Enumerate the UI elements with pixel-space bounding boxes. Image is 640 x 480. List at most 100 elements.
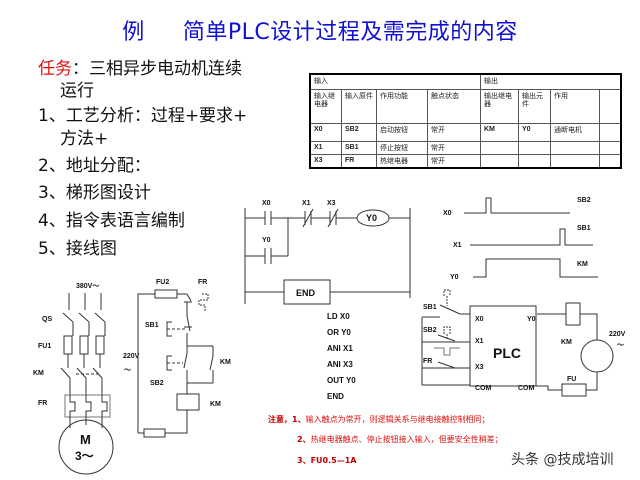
fuse-bottom (143, 428, 166, 438)
task-label: 任务 (38, 59, 72, 79)
task-line-2: 运行 (60, 81, 94, 101)
instruction-6: END (327, 392, 344, 401)
ladder-end-label: END (296, 288, 316, 298)
instruction-5: OUT Y0 (327, 376, 356, 385)
timing-diagram (464, 197, 598, 278)
task-line: 任务：三相异步电动机连续 (38, 58, 242, 81)
step-4: 4、指令表语言编制 (38, 211, 185, 231)
title-prefix: 例 (122, 20, 145, 45)
table-row: X1 SB1 停止按钮 常开 (309, 141, 622, 155)
plc-block (469, 305, 537, 387)
plc-input-x0: X0 (475, 316, 484, 323)
table-row: X0 SB2 启动按钮 常开 KM Y0 通断电机 (309, 123, 622, 142)
timing-label-y0: Y0 (450, 274, 459, 281)
table-cell: X3 (309, 154, 342, 169)
instruction-3: ANI X1 (327, 344, 353, 353)
supply-220v-label: 220V (123, 353, 140, 360)
plc-sb2-label: SB2 (423, 327, 437, 334)
ladder-label-x0: X0 (262, 200, 271, 207)
note-3: 3、FU0.5—1A (297, 455, 356, 466)
instruction-4: ANI X3 (327, 360, 353, 369)
step-1: 1、工艺分析：过程+要求+ (38, 106, 248, 126)
qs-label: QS (42, 316, 52, 323)
task-text: ：三相异步电动机连续 (72, 59, 242, 79)
ladder-label-x3: X3 (327, 200, 336, 207)
km-hold-label: KM (220, 359, 231, 366)
motor-phase-label: 3～ (75, 449, 94, 463)
ladder-diagram (244, 208, 411, 305)
timing-device-km: KM (577, 261, 588, 268)
column-header: 作用 (550, 89, 600, 124)
ladder-label-y0: Y0 (262, 237, 271, 244)
plc-220v-label: 220V (609, 331, 626, 338)
motor-label: M (80, 432, 91, 447)
plc-input-x3: X3 (475, 364, 484, 371)
column-header: 触点状态 (427, 89, 481, 124)
sb2-wiring-switch (437, 334, 456, 342)
km-main-contacts (60, 367, 71, 379)
km-main-label: KM (33, 370, 44, 377)
plc-tilde: ～ (617, 342, 624, 349)
note-3-text: FU0.5—1A (310, 456, 357, 465)
control-tilde: ～ (124, 367, 131, 374)
fuse-fu2 (154, 289, 178, 299)
motor (58, 419, 114, 475)
km-coil-label: KM (210, 401, 221, 408)
plc-sb1-label: SB1 (423, 304, 437, 311)
timing-device-sb1: SB1 (577, 225, 591, 232)
qs-switch (62, 312, 74, 323)
instruction-2: OR Y0 (327, 328, 351, 337)
plc-km-label: KM (561, 339, 572, 346)
watermark: 头条 @技成培训 (511, 452, 614, 468)
step-2: 2、地址分配： (38, 156, 151, 176)
note-3-num: 3、 (297, 456, 311, 465)
plc-wiring-diagram (421, 289, 614, 397)
sb1-stop-button (186, 315, 191, 332)
sb2-control-label: SB2 (150, 380, 164, 387)
note-1-text: 输入触点为常开，则逻辑关系与继电接触控制相同； (305, 415, 490, 424)
slide-title: 例 简单PLC设计过程及需完成的内容 (0, 14, 640, 46)
supply-380v-label: 380V～ (76, 283, 99, 290)
plc-fu-label: FU (567, 376, 576, 383)
plc-label: PLC (493, 345, 521, 361)
instruction-1: LD X0 (327, 312, 350, 321)
km-coil (176, 393, 200, 411)
fr-main-label: FR (38, 400, 47, 407)
table-cell (599, 141, 622, 155)
plc-output-com: COM (518, 385, 535, 392)
note-2-num: 2、 (297, 435, 311, 444)
ac-supply (580, 339, 614, 373)
plc-fr-label: FR (423, 358, 432, 365)
timing-trace-x0 (464, 197, 570, 214)
fuse-fu1 (63, 335, 73, 355)
km-hold-contact (209, 355, 214, 371)
table-cell: X1 (309, 141, 342, 155)
fr-control-label: FR (198, 279, 207, 286)
plc-input-x1: X1 (475, 338, 484, 345)
plc-output-y0: Y0 (527, 316, 536, 323)
fuse-fu-wiring (561, 383, 587, 397)
step-3: 3、梯形图设计 (38, 183, 151, 203)
table-cell (550, 154, 600, 169)
main-power-circuit (58, 293, 114, 475)
step-1-cont: 方法+ (60, 129, 109, 149)
timing-trace-y0 (473, 258, 598, 278)
timing-label-x1: X1 (453, 242, 462, 249)
note-2: 2、热继电器触点、停止按钮接入输入，但要安全性稍差； (297, 434, 503, 445)
table-cell (550, 141, 600, 155)
control-circuit (137, 289, 214, 438)
title-text: 简单PLC设计过程及需完成的内容 (182, 20, 518, 45)
sb1-control-label: SB1 (145, 322, 159, 329)
fu1-label: FU1 (38, 343, 51, 350)
note-1: 注意，1、输入触点为常开，则逻辑关系与继电接触控制相同； (268, 414, 490, 425)
plc-input-com: COM (475, 385, 492, 392)
km-wiring-coil (565, 302, 581, 326)
io-allocation-table: 输入 输出 输入继电器 输入原件 作用功能 触点状态 输出继电器 输出元件 作用… (309, 73, 622, 169)
timing-device-sb2: SB2 (577, 197, 591, 204)
sb2-start-button (183, 352, 188, 369)
table-cell (599, 154, 622, 169)
ladder-coil-label: Y0 (366, 213, 377, 223)
table-column-header-row: 输入继电器 输入原件 作用功能 触点状态 输出继电器 输出元件 作用 (309, 89, 622, 124)
fr-wiring-contact (437, 361, 456, 369)
